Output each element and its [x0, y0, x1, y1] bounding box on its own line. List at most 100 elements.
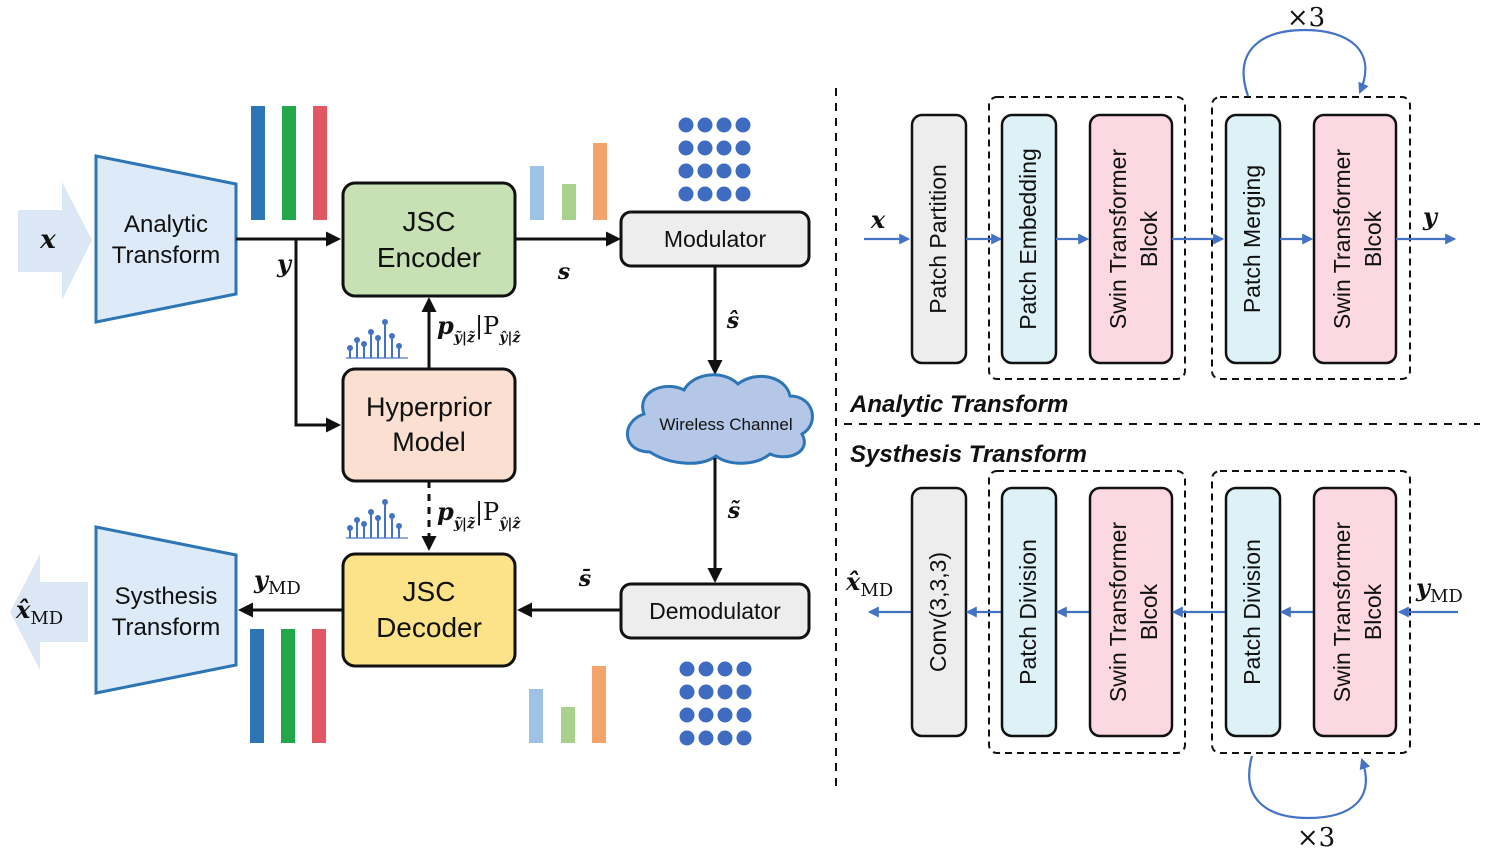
constellation-dot: [736, 661, 752, 677]
svg-text:Swin Transformer: Swin Transformer: [1329, 149, 1355, 330]
patch-division-block-2: Patch Division: [1224, 486, 1282, 738]
constellation-dot: [678, 163, 694, 179]
svg-text:Model: Model: [392, 427, 466, 457]
repeat-loop-bottom: [1248, 755, 1371, 820]
s-tilde-label: s̃: [727, 498, 740, 524]
constellation-dot: [717, 661, 733, 677]
constellation-dot: [735, 140, 751, 156]
jsc-encoder-block: JSC Encoder: [341, 181, 517, 298]
jsc-decoder-block: JSC Decoder: [341, 552, 517, 668]
constellation-dot: [698, 661, 714, 677]
demodulator-block: Demodulator: [619, 582, 811, 640]
output-arrow: x̂MD: [10, 554, 88, 670]
stem-dot: [361, 521, 367, 527]
svg-text:Demodulator: Demodulator: [649, 598, 781, 624]
constellation-dot: [716, 163, 732, 179]
repeat-loop-top: [1242, 28, 1369, 97]
analytic-input-x: x: [870, 205, 886, 234]
prob-label-upper: pỹ|z̃|Pŷ|ẑ: [437, 311, 521, 346]
feature-bars-bottom: [250, 629, 326, 743]
constellation-dot: [679, 707, 695, 723]
s-hat-label: ŝ: [726, 308, 739, 334]
swin-transformer-block-a1: Swin Transformer Blcok: [1088, 113, 1174, 365]
conv-block: Conv(3,3,3): [910, 486, 968, 738]
patch-merging-block: Patch Merging: [1224, 113, 1282, 365]
synthesis-output-x: x̂MD: [845, 567, 893, 601]
svg-text:Conv(3,3,3): Conv(3,3,3): [925, 552, 951, 672]
stem-dot: [396, 523, 402, 529]
repeat-label-bottom: ×3: [1297, 823, 1335, 853]
y-md-label: yMD: [253, 565, 301, 599]
svg-text:JSC: JSC: [403, 206, 456, 237]
constellation-dot: [716, 186, 732, 202]
stem-dot: [382, 319, 388, 325]
svg-text:Analytic: Analytic: [124, 211, 208, 238]
constellation-dot: [716, 117, 732, 133]
stem-dot: [389, 513, 395, 519]
stem-dot: [354, 517, 360, 523]
constellation-dot: [717, 707, 733, 723]
constellation-dot: [735, 163, 751, 179]
svg-text:JSC: JSC: [403, 576, 456, 607]
svg-text:Swin Transformer: Swin Transformer: [1105, 522, 1131, 703]
svg-text:Systhesis: Systhesis: [115, 583, 218, 610]
symbol-bars-top: [530, 143, 607, 220]
constellation-dot: [698, 730, 714, 746]
probability-stem-icon-lower: [346, 499, 408, 539]
constellation-dot: [697, 117, 713, 133]
stem-dot: [375, 335, 381, 341]
wireless-channel-cloud: Wireless Channel: [626, 373, 814, 465]
constellation-dot: [717, 684, 733, 700]
stem-dot: [368, 329, 374, 335]
swin-transformer-block-s2: Swin Transformer Blcok: [1312, 486, 1398, 738]
constellation-dots-top: [678, 117, 751, 202]
input-arrow: x: [18, 182, 92, 300]
stem-dot: [382, 499, 388, 505]
constellation-dot: [679, 661, 695, 677]
svg-text:Patch Division: Patch Division: [1239, 539, 1265, 685]
constellation-dot: [679, 684, 695, 700]
analytic-transform-title: Analytic Transform: [849, 391, 1068, 418]
stem-dot: [347, 525, 353, 531]
svg-text:Patch Embedding: Patch Embedding: [1015, 148, 1041, 330]
modulator-block: Modulator: [619, 210, 811, 268]
svg-text:Wireless Channel: Wireless Channel: [659, 415, 792, 434]
patch-division-block-1: Patch Division: [1000, 486, 1058, 738]
constellation-dot: [735, 186, 751, 202]
constellation-dot: [697, 140, 713, 156]
s-label: s: [557, 259, 570, 285]
output-x-label: x̂MD: [15, 595, 63, 629]
patch-partition-block: Patch Partition: [910, 113, 968, 365]
stem-dot: [354, 337, 360, 343]
constellation-dot: [736, 707, 752, 723]
constellation-dot: [697, 186, 713, 202]
constellation-dot: [678, 117, 694, 133]
stem-dot: [375, 515, 381, 521]
constellation-dot: [698, 707, 714, 723]
svg-text:Transform: Transform: [112, 242, 220, 269]
stem-dot: [389, 333, 395, 339]
constellation-dot: [717, 730, 733, 746]
constellation-dots-bottom: [679, 661, 752, 746]
svg-text:Patch Merging: Patch Merging: [1239, 165, 1265, 313]
synthesis-input-y: yMD: [1415, 573, 1463, 607]
constellation-dot: [678, 186, 694, 202]
y-to-hyperprior-arrow: [294, 239, 341, 433]
synthesis-transform-title: Systhesis Transform: [850, 441, 1087, 468]
constellation-dot: [678, 140, 694, 156]
svg-text:Hyperprior: Hyperprior: [366, 392, 492, 422]
swin-transformer-block-a2: Swin Transformer Blcok: [1312, 113, 1398, 365]
svg-text:Blcok: Blcok: [1360, 583, 1386, 640]
svg-text:Blcok: Blcok: [1360, 210, 1386, 267]
repeat-label-top: ×3: [1287, 3, 1325, 33]
analytic-transform-block: Analytic Transform: [94, 154, 238, 324]
stem-dot: [347, 345, 353, 351]
svg-text:Swin Transformer: Swin Transformer: [1105, 149, 1131, 330]
constellation-dot: [698, 684, 714, 700]
svg-text:Blcok: Blcok: [1136, 210, 1162, 267]
constellation-dot: [697, 163, 713, 179]
y-label: y: [276, 249, 293, 278]
svg-text:Patch Division: Patch Division: [1015, 539, 1041, 685]
constellation-dot: [716, 140, 732, 156]
stem-dot: [368, 509, 374, 515]
